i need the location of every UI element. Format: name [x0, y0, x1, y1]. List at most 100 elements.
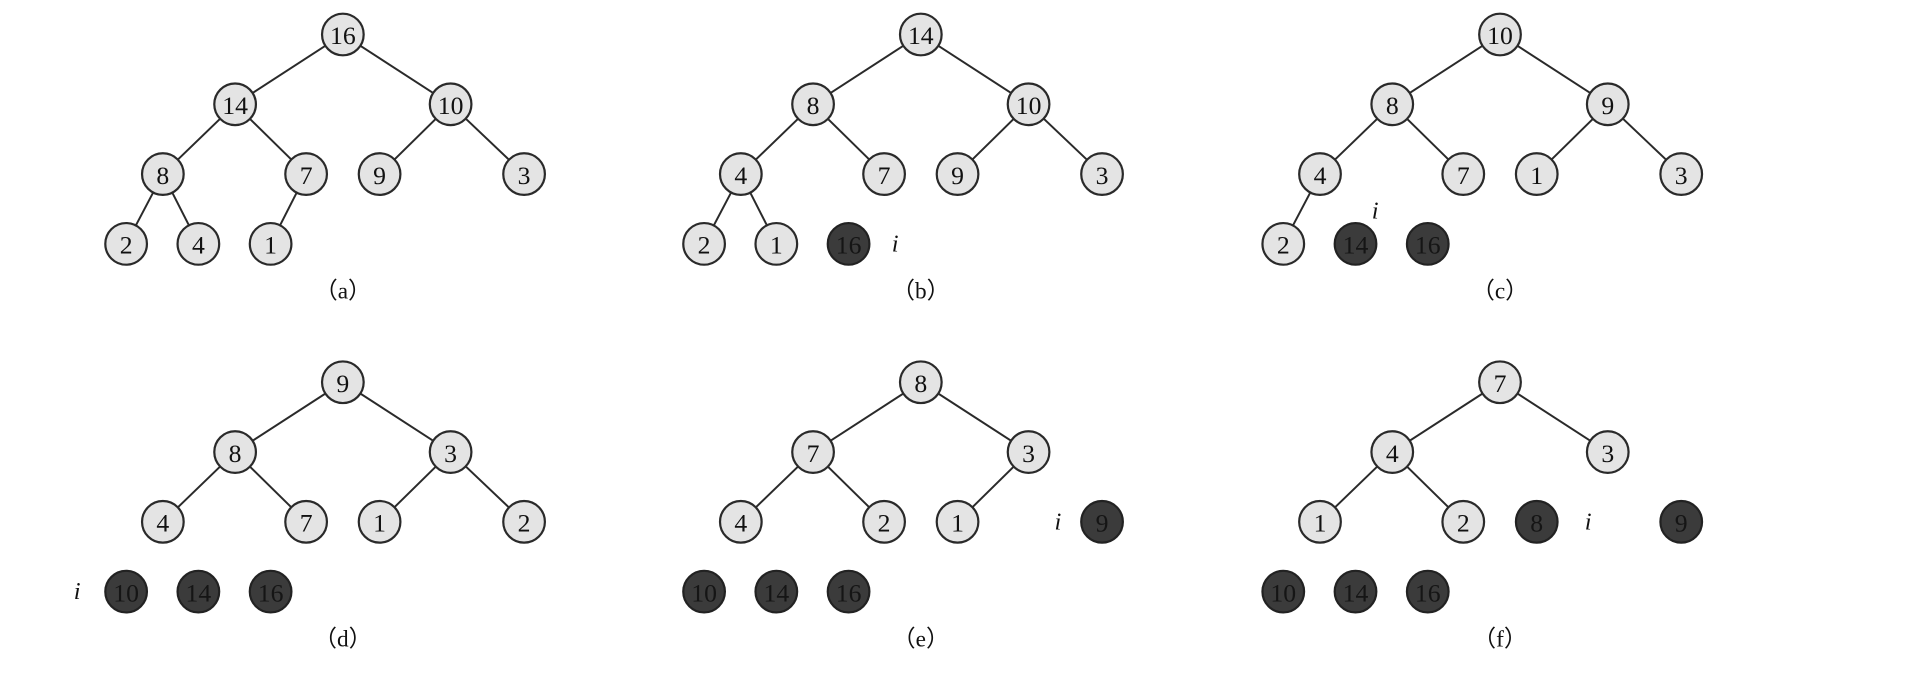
node-value: 9 — [373, 161, 386, 190]
node-value: 3 — [1601, 439, 1614, 468]
node-circle — [284, 152, 329, 196]
heap-node: 7 — [284, 499, 329, 544]
node-circle — [898, 12, 943, 57]
node-circle — [176, 221, 221, 266]
heap-node: 3 — [1585, 430, 1630, 474]
node-circle — [284, 499, 329, 544]
node-value: 3 — [1675, 161, 1688, 190]
node-circle — [718, 499, 763, 544]
heap-node: 2 — [104, 221, 149, 266]
node-value: 1 — [1530, 161, 1543, 190]
node-circle — [862, 152, 906, 196]
node-circle — [1659, 152, 1704, 196]
heap-node: 3 — [428, 430, 473, 474]
node-value: 8 — [914, 369, 927, 398]
sorted-node: 10 — [682, 569, 726, 614]
node-value: 8 — [1386, 91, 1399, 120]
heap-node: 1 — [248, 221, 293, 266]
sorted-node: 10 — [104, 569, 149, 614]
node-circle — [1080, 499, 1124, 544]
heap-node: 14 — [213, 82, 258, 127]
node-value: 16 — [1415, 578, 1441, 607]
heap-node: 7 — [791, 430, 835, 474]
node-circle — [213, 430, 258, 474]
node-circle — [1405, 221, 1450, 266]
node-circle — [320, 360, 365, 405]
node-circle — [213, 82, 258, 127]
node-circle — [1298, 499, 1342, 544]
node-circle — [357, 499, 402, 544]
panel-label: （b） — [892, 279, 950, 305]
heap-node: 8 — [1370, 82, 1415, 127]
heap-node: 9 — [357, 152, 402, 196]
heap-node: 1 — [1298, 499, 1342, 544]
heap-node: 1 — [935, 499, 980, 544]
panel-label: （c） — [1472, 279, 1529, 305]
node-circle — [791, 430, 835, 474]
heap-node: 10 — [1006, 82, 1051, 127]
node-value: 10 — [1016, 91, 1042, 120]
heap-node: 3 — [1659, 152, 1704, 196]
node-value: 7 — [1457, 161, 1470, 190]
node-circle — [935, 152, 980, 196]
node-circle — [428, 82, 473, 127]
node-value: 9 — [951, 161, 964, 190]
heap-node: 9 — [1585, 82, 1630, 127]
node-value: 10 — [113, 578, 139, 607]
node-value: 1 — [264, 231, 277, 260]
node-value: 14 — [186, 578, 212, 607]
index-marker: i — [1055, 508, 1062, 535]
node-value: 10 — [691, 578, 717, 607]
node-circle — [862, 499, 906, 544]
panel-label: （a） — [314, 279, 371, 305]
node-value: 2 — [120, 231, 133, 260]
node-value: 2 — [698, 231, 711, 260]
sorted-node: 9 — [1659, 499, 1704, 544]
node-value: 8 — [229, 439, 242, 468]
heap-node: 1 — [357, 499, 402, 544]
sorted-node: 10 — [1261, 569, 1306, 614]
heap-node: 3 — [1006, 430, 1051, 474]
node-value: 9 — [336, 369, 349, 398]
sorted-node: 16 — [1405, 569, 1450, 614]
node-value: 10 — [1270, 578, 1296, 607]
node-value: 3 — [444, 439, 457, 468]
index-marker: i — [1585, 508, 1592, 535]
node-circle — [1298, 152, 1342, 196]
node-value: 4 — [1314, 161, 1327, 190]
heap-node: 1 — [1514, 152, 1559, 196]
heap-node: 10 — [428, 82, 473, 127]
index-marker: i — [892, 230, 899, 257]
node-circle — [1441, 499, 1486, 544]
node-value: 16 — [836, 231, 862, 260]
node-value: 16 — [1415, 231, 1441, 260]
sorted-node: 16 — [1405, 221, 1450, 266]
node-circle — [1585, 82, 1630, 127]
heap-node: 2 — [1261, 221, 1306, 266]
heap-node: 2 — [682, 221, 726, 266]
node-circle — [104, 221, 149, 266]
heap-node: 8 — [898, 360, 943, 405]
node-circle — [1514, 152, 1559, 196]
node-value: 10 — [1487, 21, 1513, 50]
node-value: 9 — [1601, 91, 1614, 120]
sorted-node: 16 — [248, 569, 293, 614]
node-circle — [754, 221, 799, 266]
node-circle — [1333, 221, 1378, 266]
heap-node: 7 — [1441, 152, 1486, 196]
panel-label: （e） — [892, 626, 949, 652]
node-value: 2 — [518, 509, 531, 538]
heap-node: 4 — [140, 499, 185, 544]
node-value: 4 — [1386, 439, 1399, 468]
node-value: 4 — [734, 161, 747, 190]
node-circle — [1585, 430, 1630, 474]
sorted-node: 8 — [1514, 499, 1559, 544]
heap-node: 3 — [502, 152, 546, 196]
node-value: 2 — [1277, 231, 1290, 260]
node-circle — [791, 82, 835, 127]
node-circle — [1478, 12, 1522, 57]
sorted-node: 14 — [754, 569, 799, 614]
node-value: 14 — [1343, 231, 1369, 260]
